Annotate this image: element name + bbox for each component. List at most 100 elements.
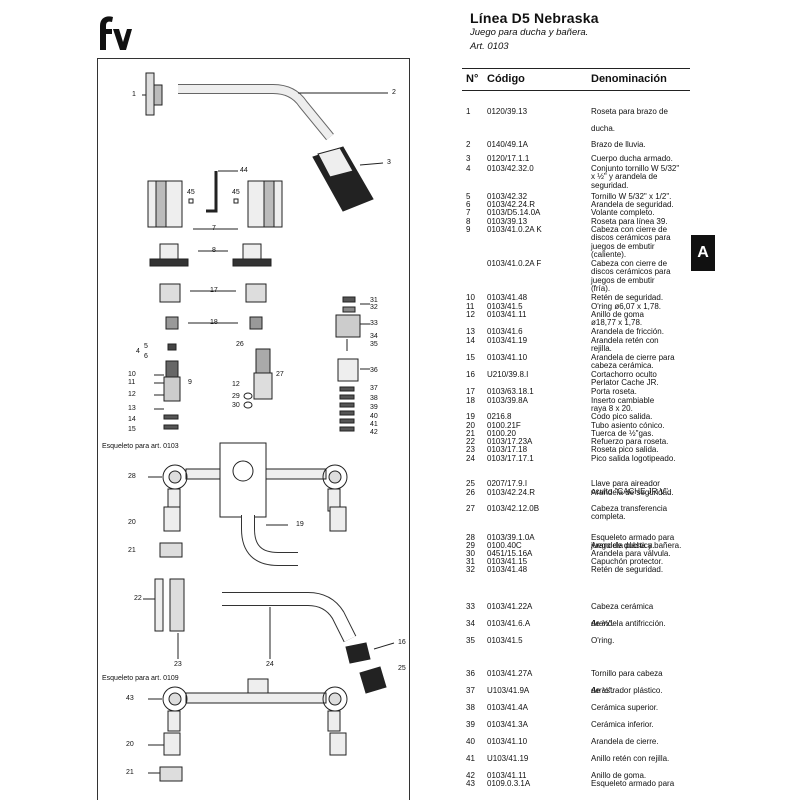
- part-code-cell: 0109.0.3.1A: [487, 779, 531, 788]
- part-number-cell: 24: [466, 454, 475, 463]
- callout-label: 2: [392, 89, 396, 96]
- part-number-cell: 36: [466, 669, 475, 678]
- part-number-cell: 25: [466, 479, 475, 488]
- part-description-cell: Roseta para brazo de ducha.: [591, 107, 668, 133]
- part-number-cell: 19: [466, 412, 475, 421]
- part-code-cell: 0103/41.10: [487, 353, 528, 362]
- part-description-cell: Capuchón protector.: [591, 557, 664, 566]
- part-number-cell: 15: [466, 353, 475, 362]
- part-description-cell: Llave para aireador oculto "CACHE JR V".: [591, 479, 671, 497]
- part-code-cell: 0100.20: [487, 429, 516, 438]
- callout-label: 3: [387, 159, 391, 166]
- callout-label: 13: [128, 405, 136, 412]
- part-description-cell: Anillo de goma ø18,77 x 1,78.: [591, 310, 644, 328]
- part-code-cell: 0103/41.10: [487, 737, 528, 746]
- part-description-cell: Porta roseta.: [591, 387, 637, 396]
- callout-label: 4: [136, 348, 140, 355]
- callout-label: 7: [212, 225, 216, 232]
- part-code-cell: 0103/41.19: [487, 336, 528, 345]
- callout-label: 28: [128, 473, 136, 480]
- part-description-cell: Retén de seguridad.: [591, 565, 664, 574]
- part-description-cell: Tubo asiento cónico.: [591, 421, 665, 430]
- part-code-cell: 0103/41.48: [487, 565, 528, 574]
- callout-label: 10: [128, 371, 136, 378]
- callout-label: 38: [370, 395, 378, 402]
- caption-skeleton-0109: Esqueleto para art. 0109: [102, 675, 179, 682]
- callout-label: 14: [128, 416, 136, 423]
- part-number-cell: 4: [466, 164, 471, 173]
- part-code-cell: 0103/41.48: [487, 293, 528, 302]
- part-description-cell: Arandela antifricción.: [591, 619, 666, 628]
- callout-label: 5: [144, 343, 148, 350]
- callout-label: 44: [240, 167, 248, 174]
- part-number-cell: 9: [466, 225, 471, 234]
- part-description-cell: Refuerzo para roseta.: [591, 437, 669, 446]
- part-code-cell: 0103/39.1.0A: [487, 533, 535, 542]
- callout-label: 37: [370, 385, 378, 392]
- part-description-cell: Tornillo W 5/32" x 1/2".: [591, 192, 672, 201]
- part-number-cell: 38: [466, 703, 475, 712]
- part-number-cell: 17: [466, 387, 475, 396]
- callout-label: 1: [132, 91, 136, 98]
- part-code-cell: 0207/17.9.I: [487, 479, 528, 488]
- part-code-cell: 0451/15.16A: [487, 549, 533, 558]
- callout-label: 6: [144, 353, 148, 360]
- part-code-cell: 0103/39.13: [487, 217, 528, 226]
- part-code-cell: U103/41.19: [487, 754, 529, 763]
- callout-label: 29: [232, 393, 240, 400]
- column-header-code: Código: [487, 73, 525, 85]
- part-code-cell: 0103/41.5: [487, 302, 523, 311]
- part-code-cell: 0103/41.15: [487, 557, 528, 566]
- part-number-cell: 18: [466, 396, 475, 405]
- part-description-cell: Cuerpo ducha armado.: [591, 154, 673, 163]
- part-number-cell: 35: [466, 636, 475, 645]
- part-code-cell: 0100.21F: [487, 421, 521, 430]
- part-code-cell: 0120/17.1.1: [487, 154, 530, 163]
- callout-label: 27: [276, 371, 284, 378]
- part-code-cell: 0103/17.23A: [487, 437, 533, 446]
- part-description-cell: Esqueleto armado para juego de ducha y b…: [591, 533, 682, 551]
- part-code-cell: 0216.8: [487, 412, 512, 421]
- callout-label: 16: [398, 639, 406, 646]
- part-description-cell: Arandela de fricción.: [591, 327, 664, 336]
- part-number-cell: 11: [466, 302, 475, 311]
- part-number-cell: 34: [466, 619, 475, 628]
- part-code-cell: U210/39.8.I: [487, 370, 529, 379]
- part-description-cell: Cerámica superior.: [591, 703, 659, 712]
- part-code-cell: 0103/41.4A: [487, 703, 528, 712]
- part-description-cell: Arandela de seguridad.: [591, 200, 674, 209]
- part-code-cell: 0103/42.32: [487, 192, 528, 201]
- part-number-cell: 6: [466, 200, 471, 209]
- part-number-cell: 43: [466, 779, 475, 788]
- part-number-cell: 28: [466, 533, 475, 542]
- callout-label: 21: [126, 769, 134, 776]
- part-number-cell: 41: [466, 754, 475, 763]
- table-header-rule: [462, 90, 690, 91]
- part-description-cell: Arrastrador plástico.: [591, 686, 663, 695]
- part-number-cell: 1: [466, 107, 471, 116]
- part-number-cell: 27: [466, 504, 475, 513]
- part-code-cell: 0103/D5.14.0A: [487, 208, 541, 217]
- part-code-cell: 0103/41.0.2A K: [487, 225, 542, 234]
- part-description-cell: Anillo de goma.: [591, 771, 647, 780]
- part-description-cell: Arandela de seguridad.: [591, 488, 674, 497]
- part-code-cell: 0103/42.24.R: [487, 488, 536, 497]
- part-number-cell: 33: [466, 602, 475, 611]
- part-description-cell: Cabeza cerámica de ½".: [591, 602, 654, 628]
- part-description-cell: Esqueleto armado para: [591, 779, 675, 788]
- part-number-cell: 30: [466, 549, 475, 558]
- callout-label: 15: [128, 426, 136, 433]
- section-tab: A: [691, 235, 715, 271]
- part-description-cell: Tuerca de ½"gas.: [591, 429, 654, 438]
- part-code-cell: 0103/41.3A: [487, 720, 528, 729]
- callout-label: 33: [370, 320, 378, 327]
- part-code-cell: 0103/41.22A: [487, 602, 533, 611]
- part-description-cell: Arandela para válvula.: [591, 549, 671, 558]
- part-description-cell: Cerámica inferior.: [591, 720, 654, 729]
- part-description-cell: Tornillo para cabeza de ½".: [591, 669, 663, 695]
- callout-label: 22: [134, 595, 142, 602]
- callout-label: 17: [210, 287, 218, 294]
- page-subtitle: Juego para ducha y bañera.: [470, 27, 589, 38]
- callout-label: 34: [370, 333, 378, 340]
- part-description-cell: O'ring ø6,07 x 1,78.: [591, 302, 662, 311]
